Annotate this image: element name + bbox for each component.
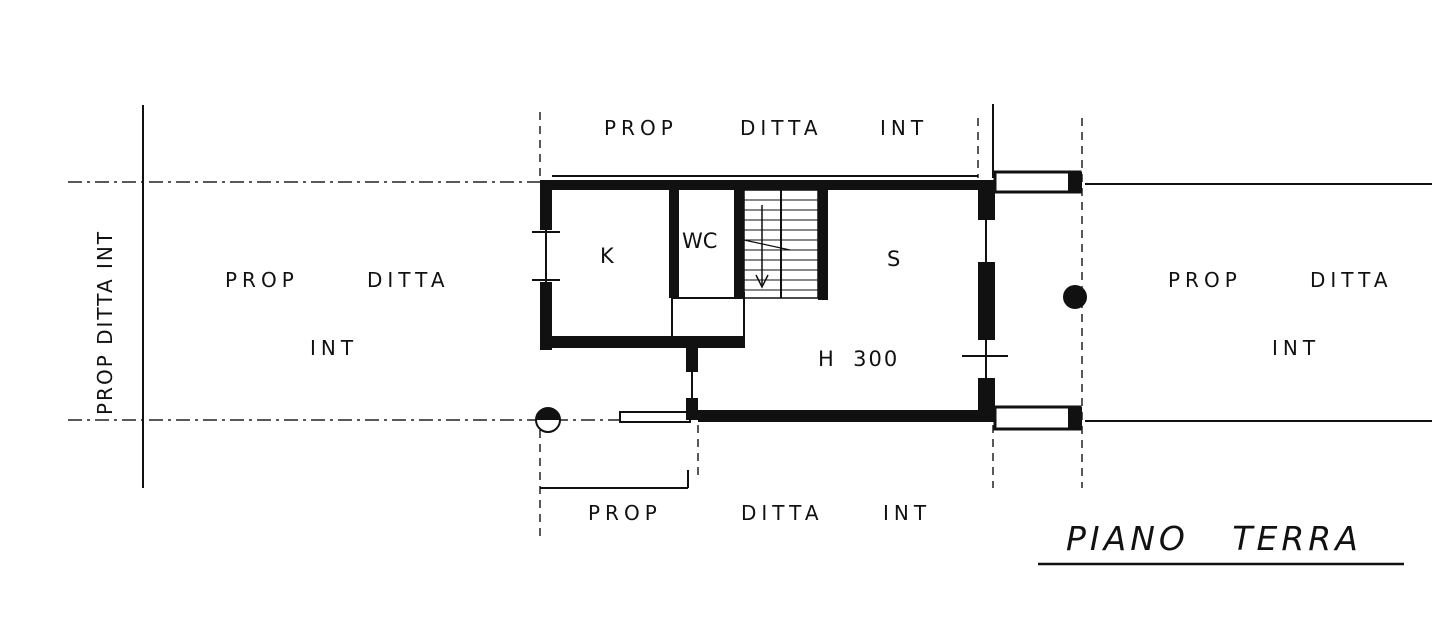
marker-dot-icon	[1063, 285, 1087, 309]
bottom-label-prop: PROP	[588, 501, 662, 525]
vertical-label: PROP DITTA INT	[93, 230, 117, 415]
property-lines	[68, 104, 1432, 540]
right-label-ditta: DITTA	[1310, 268, 1393, 292]
top-label-ditta: DITTA	[740, 116, 823, 140]
room-height-label: H 300	[818, 347, 899, 371]
half-circle-icon	[535, 407, 561, 433]
dimension-lines	[540, 175, 978, 489]
right-label-int: INT	[1272, 336, 1320, 360]
room-living-label: S	[887, 247, 902, 271]
top-label-prop: PROP	[604, 116, 678, 140]
walls	[540, 170, 1082, 431]
bottom-label-int: INT	[883, 501, 931, 525]
left-label-ditta: DITTA	[367, 268, 450, 292]
staircase	[743, 189, 819, 299]
top-label-int: INT	[880, 116, 928, 140]
openings	[532, 220, 1008, 398]
right-label-prop: PROP	[1168, 268, 1242, 292]
room-wc-label: WC	[682, 229, 717, 253]
left-label-int: INT	[310, 336, 358, 360]
left-label-prop: PROP	[225, 268, 299, 292]
plan-title: PIANO TERRA	[1066, 519, 1362, 558]
bottom-label-ditta: DITTA	[741, 501, 824, 525]
room-kitchen-label: K	[600, 244, 616, 268]
